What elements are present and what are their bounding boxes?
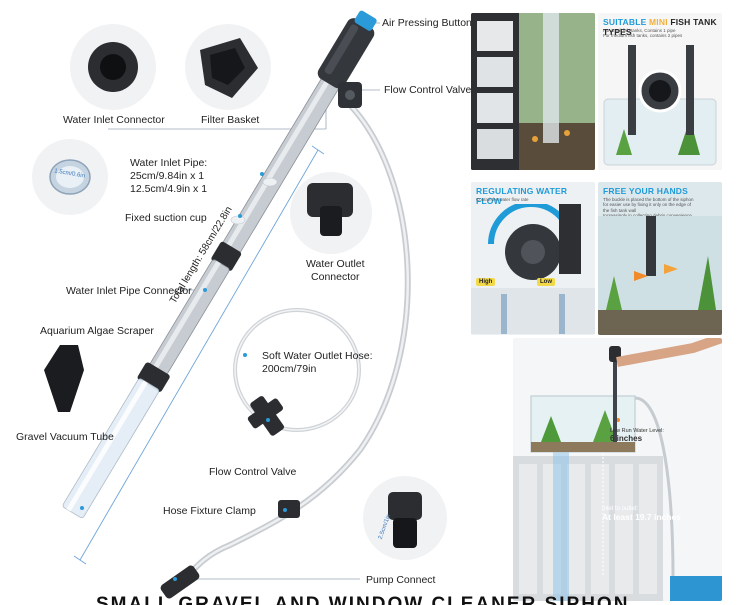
water-outlet-connector-label: Water Outlet Connector <box>306 258 365 284</box>
soft-water-outlet-hose-label: Soft Water Outlet Hose: 200cm/79in <box>262 350 373 376</box>
filter-basket-label: Filter Basket <box>201 114 260 126</box>
outlet-distance-label: Inlet to outlet: At least 19.7 inches <box>602 506 681 523</box>
air-pressing-button-label: Air Pressing Button <box>382 17 472 29</box>
gravel-vacuum-tube-label: Gravel Vacuum Tube <box>16 431 114 443</box>
suitable-subtitle: For small fish tanks, Contains 1 pipe Fo… <box>603 28 683 39</box>
free-hands-subtitle: The buckle is placed the bottom of the s… <box>603 197 694 219</box>
bottom-banner: SMALL GRAVEL AND WINDOW CLEANER SIPHON <box>96 594 630 605</box>
outlet-distance-value: At least 19.7 inches <box>602 511 681 522</box>
aquarium-algae-scraper-label: Aquarium Algae Scraper <box>40 325 154 337</box>
photo-panel-regulating-flow: REGULATING WATER FLOW Control the water … <box>471 182 595 335</box>
hose-fixture-clamp-label: Hose Fixture Clamp <box>163 505 256 517</box>
low-water-level-caption: Low Run Water Level: <box>610 428 664 434</box>
flow-low-tag: Low <box>537 278 555 286</box>
free-hands-title: FREE YOUR HANDS <box>603 186 689 196</box>
suitable-title: SUITABLE MINI FISH TANK TYPES <box>603 17 717 37</box>
photo-panel-free-hands: FREE YOUR HANDS The buckle is placed the… <box>598 182 722 335</box>
flow-control-valve-bottom-label: Flow Control Valve <box>209 466 297 478</box>
photo-panel-installation: Low Run Water Level: 6 inches Inlet to o… <box>513 338 722 601</box>
water-inlet-connector-label: Water Inlet Connector <box>63 114 165 126</box>
regulating-title: REGULATING WATER FLOW <box>476 186 568 206</box>
low-water-level-label: Low Run Water Level: 6 inches <box>610 428 664 444</box>
fixed-suction-cup-label: Fixed suction cup <box>125 212 207 224</box>
photo-panel-gravel-cleaning <box>471 13 595 170</box>
regulating-subtitle: Control the water flow rate <box>476 197 529 202</box>
flow-high-tag: High <box>476 278 496 286</box>
outlet-distance-caption: Inlet to outlet: <box>602 506 639 512</box>
flow-control-valve-top-label: Flow Control Valve <box>384 84 472 96</box>
photo-panel-suitable-tanks: SUITABLE MINI FISH TANK TYPES For small … <box>598 13 722 170</box>
pump-connect-label: Pump Connect <box>366 574 436 586</box>
water-inlet-pipe-connector-label: Water Inlet Pipe Connector <box>66 285 192 297</box>
water-inlet-pipe-label: Water Inlet Pipe: 25cm/9.84in x 1 12.5cm… <box>130 157 208 196</box>
low-water-level-value: 6 inches <box>610 434 643 444</box>
product-diagram <box>32 10 447 599</box>
